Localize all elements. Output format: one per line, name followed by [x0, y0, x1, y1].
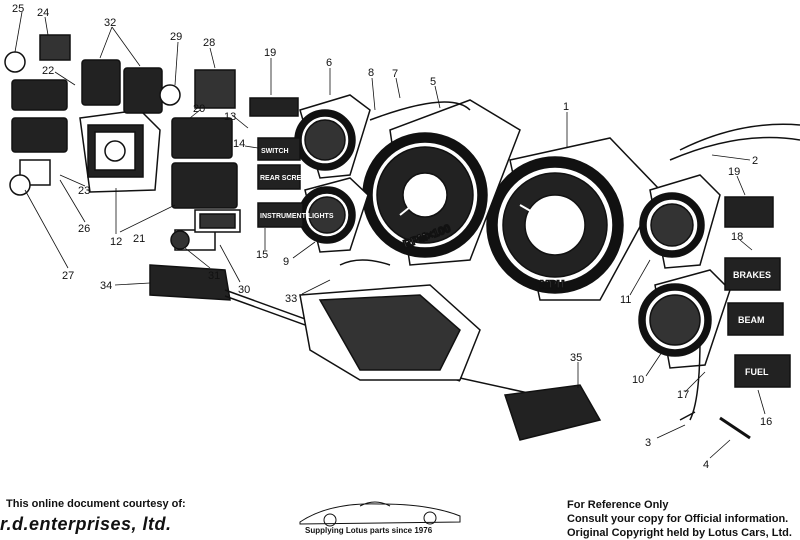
callout-18: 18 — [731, 231, 743, 243]
callout-26: 26 — [78, 223, 90, 235]
callout-6: 6 — [326, 57, 332, 69]
footer: This online document courtesy of: r.d.en… — [0, 492, 800, 540]
callout-numbers: 1 2 3 4 5 6 7 8 9 10 11 12 13 14 15 16 1… — [12, 3, 772, 471]
race-car-logo — [299, 501, 461, 527]
clock-housing — [79, 109, 161, 193]
callout-13: 13 — [224, 111, 236, 123]
callout-25: 25 — [12, 3, 24, 15]
tachometer: RPM×100 — [362, 99, 521, 266]
gauge-6 — [294, 94, 371, 179]
callout-16: 16 — [760, 416, 772, 428]
callout-23: 23 — [78, 185, 90, 197]
callout-1: 1 — [563, 101, 569, 113]
callout-9: 9 — [283, 256, 289, 268]
callout-28: 28 — [203, 37, 215, 49]
switch-caps — [249, 97, 791, 388]
callout-12: 12 — [110, 236, 122, 248]
callout-24: 24 — [37, 7, 49, 19]
tagline: Supplying Lotus parts since 1976 — [305, 526, 433, 535]
gauge-10 — [638, 269, 731, 369]
switch-cap-beam: BEAM — [738, 315, 765, 325]
callout-22: 22 — [42, 65, 54, 77]
notice-line-1: For Reference Only — [567, 499, 669, 511]
callout-5: 5 — [430, 76, 436, 88]
switch-cap-rear-screen: REAR SCREEN — [260, 175, 311, 182]
cables — [339, 101, 800, 440]
column-stalks — [149, 264, 602, 441]
callout-21: 21 — [133, 233, 145, 245]
callout-leaders — [14, 11, 766, 459]
switch-cap-instrument-lights: INSTRUMENT LIGHTS — [260, 213, 334, 220]
callout-2: 2 — [752, 155, 758, 167]
copyright-notice: For Reference Only Consult your copy for… — [567, 498, 792, 540]
rocker-switches — [11, 59, 238, 209]
callout-29: 29 — [170, 31, 182, 43]
callout-34: 34 — [100, 280, 112, 292]
callout-33: 33 — [285, 293, 297, 305]
callout-30: 30 — [238, 284, 250, 296]
callout-4: 4 — [703, 459, 709, 471]
callout-35: 35 — [570, 352, 582, 364]
callout-20: 20 — [193, 103, 205, 115]
speedometer: MPH — [486, 137, 661, 301]
gauge-11 — [639, 174, 721, 269]
courtesy-text: This online document courtesy of: — [6, 498, 186, 510]
notice-line-3: Original Copyright held by Lotus Cars, L… — [567, 527, 792, 539]
speedometer-label: MPH — [540, 279, 565, 291]
callout-3: 3 — [645, 437, 651, 449]
knobs — [4, 34, 216, 251]
callout-14: 14 — [233, 138, 245, 150]
callout-15: 15 — [256, 249, 268, 261]
switch-cap-fuel: FUEL — [745, 367, 769, 377]
callout-19-left: 19 — [264, 47, 276, 59]
callout-8: 8 — [368, 67, 374, 79]
switch-30 — [194, 209, 241, 233]
callout-31: 31 — [208, 270, 220, 282]
callout-7: 7 — [392, 68, 398, 80]
plug-connector — [159, 69, 236, 109]
switch-cap-labels: SWITCH REAR SCREEN INSTRUMENT LIGHTS BRA… — [260, 148, 771, 377]
callout-10: 10 — [632, 374, 644, 386]
callout-11: 11 — [620, 294, 631, 306]
callout-17: 17 — [677, 389, 689, 401]
brand-name: r.d.enterprises, ltd. — [0, 514, 172, 534]
notice-line-2: Consult your copy for Official informati… — [567, 513, 789, 525]
callout-27: 27 — [62, 270, 74, 282]
callout-32: 32 — [104, 17, 116, 29]
callout-19-right: 19 — [728, 166, 740, 178]
switch-cap-brakes: BRAKES — [733, 270, 771, 280]
switch-cap-switch: SWITCH — [261, 148, 289, 155]
exploded-parts-diagram: MPH RPM×100 — [4, 3, 800, 471]
